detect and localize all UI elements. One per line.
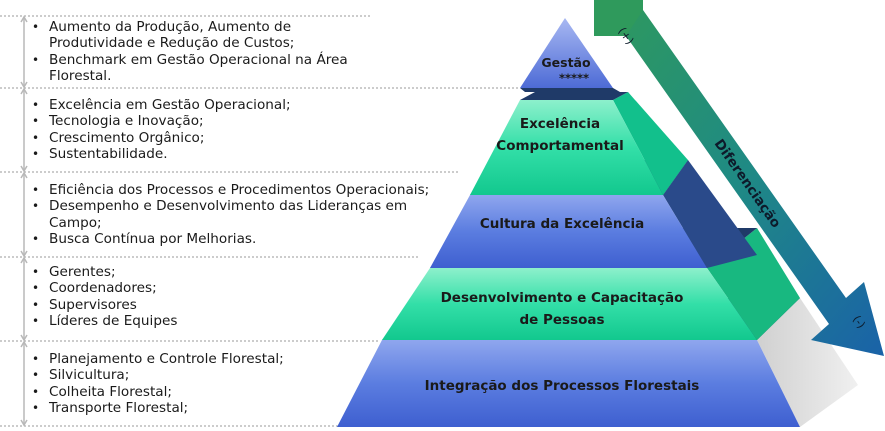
level-2-title-line2: Comportamental xyxy=(496,138,623,154)
bullet-item: Benchmark em Gestão Operacional na Área … xyxy=(22,52,379,85)
bullet-item: Coordenadores; xyxy=(22,280,462,297)
level-4-title-line2: de Pessoas xyxy=(519,312,604,328)
bullet-item: Aumento da Produção, Aumento de Produtiv… xyxy=(22,19,349,52)
level-2-title-line1: Excelência xyxy=(520,116,600,132)
bullet-group-gestao: Aumento da Produção, Aumento de Produtiv… xyxy=(22,19,462,85)
bullet-item: Sustentabilidade. xyxy=(22,146,462,163)
bullet-group-pessoas: Gerentes; Coordenadores; Supervisores Lí… xyxy=(22,264,462,330)
bullet-item: Planejamento e Controle Florestal; xyxy=(22,351,462,368)
bullet-group-processos: Planejamento e Controle Florestal; Silvi… xyxy=(22,351,462,417)
bullet-item: Eficiência dos Processos e Procedimentos… xyxy=(22,182,462,199)
pyramid-level-excelencia-comportamental xyxy=(470,92,688,195)
bullet-item: Tecnologia e Inovação; xyxy=(22,113,462,130)
bullet-item: Colheita Florestal; xyxy=(22,384,462,401)
level-1-stars: ***** xyxy=(559,71,589,85)
bullet-item: Excelência em Gestão Operacional; xyxy=(22,97,462,114)
bullet-item: Transporte Florestal; xyxy=(22,400,462,417)
bullet-item: Desempenho e Desenvolvimento das Lideran… xyxy=(22,198,439,231)
row-dividers xyxy=(0,15,520,427)
level-1-title: Gestão xyxy=(541,55,591,70)
pyramid-level-gestao xyxy=(520,18,620,92)
bullet-group-excelencia: Excelência em Gestão Operacional; Tecnol… xyxy=(22,97,462,163)
bullet-item: Líderes de Equipes xyxy=(22,313,462,330)
bullet-item: Gerentes; xyxy=(22,264,462,281)
bullet-item: Crescimento Orgânico; xyxy=(22,130,462,147)
arrow-bottom-sign: (-) xyxy=(850,313,868,331)
bullet-item: Silvicultura; xyxy=(22,367,462,384)
bullet-group-cultura: Eficiência dos Processos e Procedimentos… xyxy=(22,182,462,248)
level-3-title: Cultura da Excelência xyxy=(480,216,644,232)
level-4-title-line1: Desenvolvimento e Capacitação xyxy=(441,290,684,306)
level-5-title: Integração dos Processos Florestais xyxy=(425,378,700,394)
bullet-item: Supervisores xyxy=(22,297,462,314)
bullet-item: Busca Contínua por Melhorias. xyxy=(22,231,462,248)
differentiation-arrow xyxy=(594,0,884,356)
